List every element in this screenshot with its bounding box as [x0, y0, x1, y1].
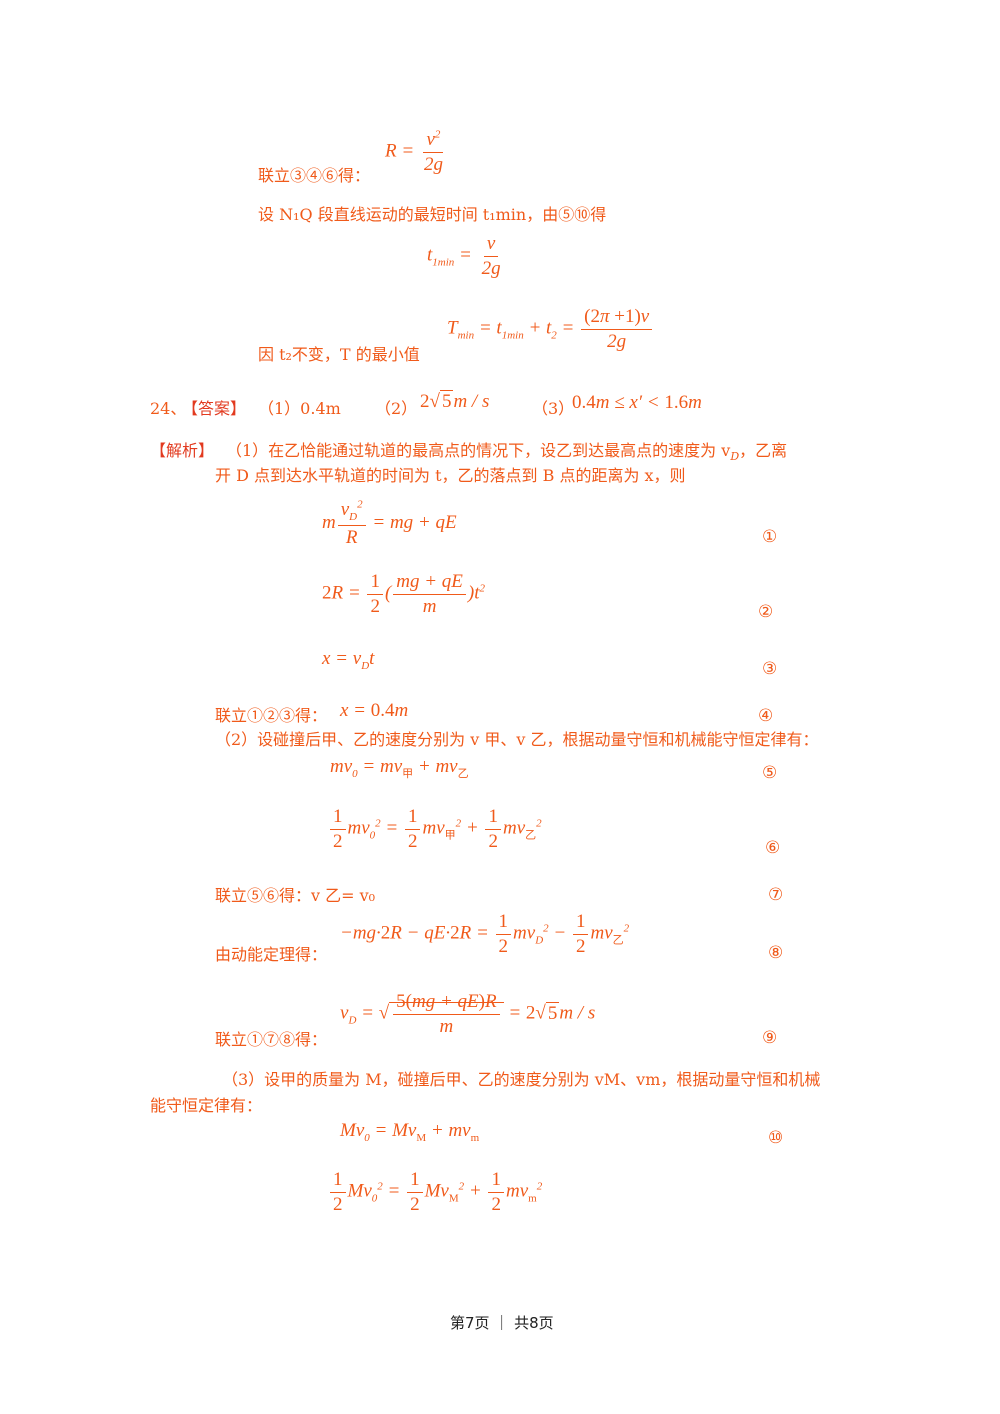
analysis-p1-tail: ，乙离 [739, 441, 788, 460]
mark-2: ② [758, 602, 774, 622]
mark-4: ④ [758, 706, 774, 726]
equation-10: Mv0 = MvM + mvm [340, 1120, 480, 1144]
analysis-p2: 开 D 点到达水平轨道的时间为 t，乙的落点到 B 点的距离为 x，则 [215, 466, 686, 485]
answer-1: （1）0.4m [258, 399, 341, 418]
equation-3: x = vDt [322, 648, 375, 672]
combine-3: 由动能定理得： [215, 945, 328, 964]
mark-8: ⑧ [768, 943, 784, 963]
mark-7: ⑦ [768, 885, 784, 905]
text-l3: 因 t₂不变，T 的最小值 [258, 345, 420, 364]
mark-9: ⑨ [762, 1028, 778, 1048]
analysis-p1-text: （1）在乙恰能通过轨道的最高点的情况下，设乙到达最高点的速度为 v [226, 441, 731, 460]
section-3a: （3）设甲的质量为 M，碰撞后甲、乙的速度分别为 vM、vm，根据动量守恒和机械 [222, 1070, 821, 1089]
combine-4: 联立①⑦⑧得： [215, 1030, 328, 1049]
mark-10: ⑩ [768, 1128, 784, 1148]
answer-3-value: 0.4m ≤ x′ < 1.6m [572, 392, 702, 413]
mark-1: ① [762, 527, 778, 547]
text-l2: 设 N₁Q 段直线运动的最短时间 t₁min，由⑤⑩得 [258, 205, 607, 224]
combine-1: 联立①②③得： [215, 706, 328, 725]
equation-5: mv0 = mv甲 + mv乙 [330, 756, 469, 780]
answer-tag: 【答案】 [182, 399, 247, 418]
section-2: （2）设碰撞后甲、乙的速度分别为 v 甲、v 乙，根据动量守恒和机械能守恒定律有… [215, 730, 819, 749]
mark-3: ③ [762, 659, 778, 679]
text-l1: 联立③④⑥得： [258, 166, 371, 185]
analysis-p1-sub: D [730, 450, 740, 464]
result-x: x = 0.4m [340, 700, 409, 721]
mark-5: ⑤ [762, 763, 778, 783]
combine-2: 联立⑤⑥得：v 乙= v₀ [215, 886, 376, 905]
answer-2-label: （2） [375, 399, 418, 418]
question-number: 24、 [150, 399, 187, 418]
analysis-p1: （1）在乙恰能通过轨道的最高点的情况下，设乙到达最高点的速度为 vD，乙离 [226, 441, 787, 463]
mark-6: ⑥ [765, 838, 781, 858]
section-3b: 能守恒定律有： [150, 1096, 263, 1115]
analysis-tag: 【解析】 [150, 441, 215, 460]
page-footer: 第7页 ｜ 共8页 [450, 1314, 554, 1332]
answer-3-label: （3） [532, 399, 575, 418]
